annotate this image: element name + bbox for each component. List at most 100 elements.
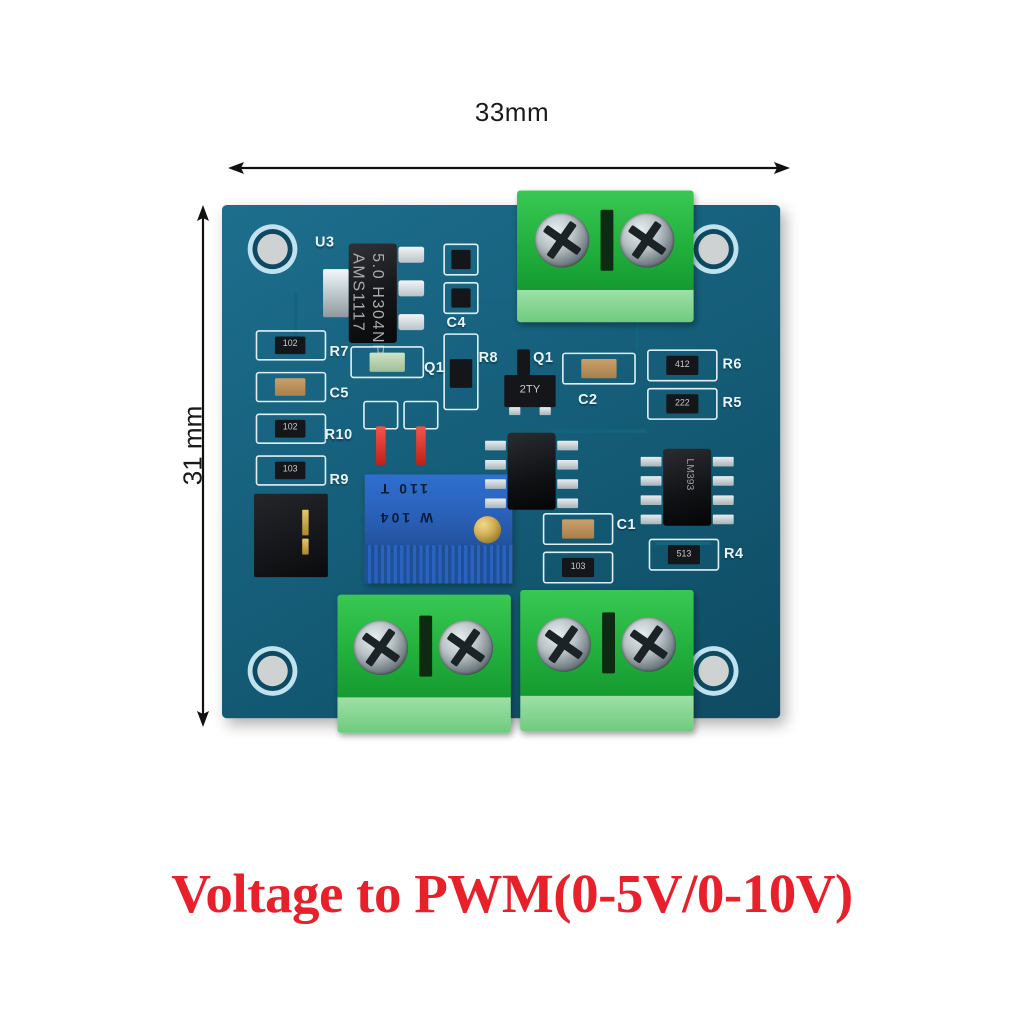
top-terminal-block[interactable]	[517, 190, 694, 323]
smd-outline	[443, 333, 479, 411]
ic-leg	[712, 476, 734, 486]
trimpot-ribbed-base	[364, 545, 513, 584]
ic-leg	[557, 498, 579, 509]
silkscreen-u3: U3	[315, 233, 335, 250]
transistor-leg	[539, 407, 551, 416]
smd-outline	[562, 352, 636, 385]
mounting-hole-top-right	[698, 233, 729, 265]
regulator-pad	[398, 314, 425, 331]
ic-leg	[712, 495, 734, 505]
jumper-pin	[302, 538, 309, 555]
terminal-foot	[517, 290, 694, 323]
terminal-screw[interactable]	[438, 620, 494, 675]
pcb-trace	[550, 429, 648, 432]
resistor-r7	[369, 352, 405, 372]
pcb-trace	[294, 293, 297, 339]
terminal-wire-slot	[602, 612, 615, 674]
ic-leg	[485, 498, 506, 509]
voltage-regulator-u3: AMS1117 5.0 H304NP	[348, 243, 397, 357]
pcb-trace	[655, 541, 712, 545]
smd-outline	[255, 330, 327, 361]
terminal-foot	[337, 697, 511, 733]
ic-leg	[640, 476, 662, 486]
silkscreen-r8: R8	[478, 349, 499, 366]
terminal-screw[interactable]	[621, 617, 676, 672]
resistor-r8	[517, 349, 530, 376]
smd-outline	[542, 512, 614, 546]
jumper-header[interactable]	[254, 493, 328, 578]
resistor-axial	[375, 426, 386, 465]
trimpot-marking-top: 110 T	[377, 480, 428, 497]
resistor-102: 102	[274, 336, 306, 355]
ic-leg	[640, 456, 662, 467]
pcb-module: AMS1117 5.0 H304NP 102 102 103 2TY	[222, 190, 781, 733]
smd-outline	[363, 400, 399, 430]
smd-outline	[255, 371, 327, 403]
ic-leg	[640, 514, 662, 525]
ic-leg	[712, 456, 734, 467]
terminal-foot	[520, 695, 694, 732]
silkscreen-r9: R9	[329, 471, 349, 488]
transistor-leg	[509, 407, 521, 416]
mounting-hole-bottom-left	[257, 655, 288, 687]
smd-component	[451, 288, 471, 308]
silkscreen-c4: C4	[446, 314, 466, 331]
silkscreen-r6: R6	[722, 355, 742, 372]
smd-outline	[403, 400, 439, 430]
terminal-screw[interactable]	[353, 620, 409, 675]
bottom-left-terminal-block[interactable]	[337, 594, 511, 733]
regulator-heat-tab	[323, 269, 349, 318]
terminal-screw[interactable]	[534, 213, 590, 268]
silkscreen-r4: R4	[724, 545, 744, 562]
terminal-screw[interactable]	[619, 213, 675, 268]
trimpot-adjust-screw[interactable]	[473, 516, 502, 544]
resistor-102: 102	[274, 419, 306, 438]
mounting-hole-top-left	[257, 233, 288, 265]
capacitor-c2	[581, 358, 617, 379]
smd-outline	[647, 387, 718, 420]
smd-outline	[647, 349, 718, 382]
smd-outline	[542, 551, 614, 584]
silkscreen-q1-right: Q1	[533, 349, 554, 366]
ic-leg	[557, 479, 579, 489]
ic-leg	[485, 479, 506, 489]
ic-leg	[485, 440, 506, 451]
regulator-pad	[398, 280, 425, 297]
resistor-103: 103	[274, 461, 306, 480]
ic-leg	[557, 440, 579, 451]
smd-outline	[350, 346, 425, 379]
regulator-pad	[398, 246, 425, 263]
capacitor-c1	[562, 519, 595, 539]
ic-leg	[640, 495, 662, 505]
smd-outline	[255, 455, 327, 486]
smd-outline	[443, 243, 479, 276]
smd-outline	[648, 538, 720, 571]
width-dimension-arrow	[228, 162, 790, 174]
smd-outline	[443, 281, 479, 315]
width-dimension-label: 33mm	[474, 97, 550, 127]
resistor-r5: 222	[666, 394, 699, 414]
resistor-axial	[416, 426, 426, 465]
trimpot-potentiometer[interactable]: 110 T W 104	[364, 474, 513, 584]
smd-component	[451, 249, 471, 270]
ic-leg	[712, 514, 734, 525]
terminal-screw[interactable]	[536, 617, 591, 672]
product-caption: Voltage to PWM(0-5V/0-10V)	[171, 863, 853, 924]
height-dimension-arrow	[197, 205, 209, 727]
silkscreen-r10: R10	[324, 426, 353, 443]
ic-leg	[485, 460, 506, 470]
silkscreen-c5: C5	[329, 384, 349, 401]
ic-leg	[557, 460, 579, 470]
mounting-hole-bottom-right	[698, 655, 729, 687]
silkscreen-r7: R7	[329, 342, 349, 359]
smd-outline	[255, 413, 327, 444]
bottom-right-terminal-block[interactable]	[520, 589, 694, 732]
transistor-q1: 2TY	[504, 375, 556, 408]
terminal-wire-slot	[600, 209, 614, 271]
silkscreen-r5: R5	[722, 394, 742, 411]
trimpot-marking-bottom: W 104	[377, 509, 434, 526]
resistor-r4: 513	[667, 545, 700, 565]
resistor-103: 103	[562, 557, 595, 578]
terminal-wire-slot	[419, 615, 433, 677]
